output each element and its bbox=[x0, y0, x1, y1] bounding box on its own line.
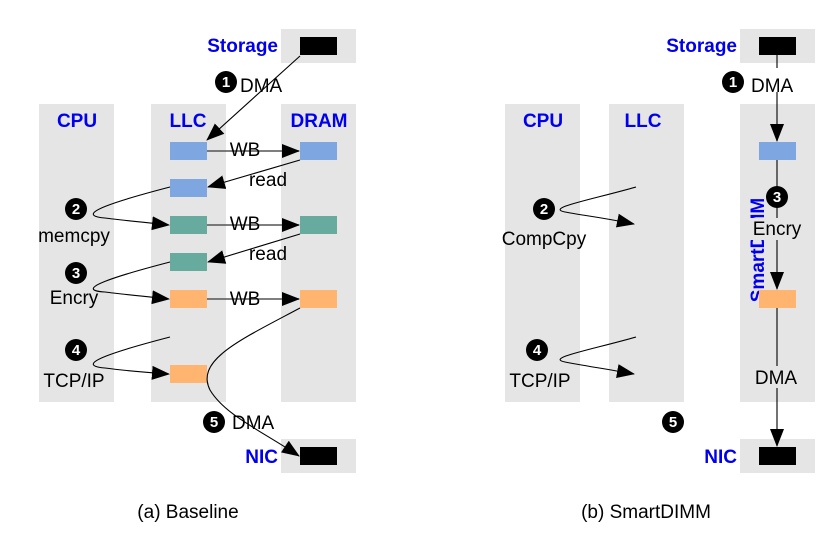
step-4-badge bbox=[526, 339, 548, 361]
nic-header: NIC bbox=[704, 447, 737, 468]
step-4-marker: 4 TCP/IP bbox=[509, 339, 571, 392]
baseline-panel: Storage CPU LLC DRAM NIC WB read WB rea bbox=[38, 29, 356, 523]
compcpy-arrow bbox=[559, 186, 637, 228]
step-3-badge bbox=[65, 262, 87, 284]
label-mask bbox=[748, 218, 806, 240]
step-3-label: Encry bbox=[753, 219, 802, 240]
step-4-marker: 4 TCP/IP bbox=[43, 339, 105, 392]
step-1-label: DMA bbox=[751, 76, 794, 97]
step-2-marker: 2 CompCpy bbox=[502, 198, 587, 250]
step-1-badge bbox=[215, 71, 237, 93]
step-2-label: memcpy bbox=[38, 226, 110, 247]
llc-block-blue-2 bbox=[170, 179, 207, 197]
dram-block-orange bbox=[300, 290, 337, 308]
llc-block-orange-1 bbox=[170, 290, 207, 308]
dram-block-blue bbox=[300, 142, 337, 160]
read-label-1: read bbox=[249, 170, 287, 191]
step-5-label: DMA bbox=[232, 413, 275, 434]
step-2-badge bbox=[533, 198, 555, 220]
wb-label-1: WB bbox=[230, 140, 261, 161]
svg-text:5: 5 bbox=[210, 414, 218, 431]
svg-text:1: 1 bbox=[222, 74, 230, 91]
svg-text:5: 5 bbox=[669, 414, 677, 431]
step-5-badge bbox=[203, 411, 225, 433]
smartdimm-caption: (b) SmartDIMM bbox=[581, 502, 711, 523]
dram-header: DRAM bbox=[291, 111, 348, 132]
step-3-marker: 3 Encry bbox=[50, 262, 99, 309]
step-1-marker: 1 DMA bbox=[722, 71, 794, 97]
dma-in-arrow bbox=[206, 55, 301, 141]
llc-block-orange-2 bbox=[170, 365, 207, 383]
nic-device bbox=[300, 447, 337, 465]
step-2-badge bbox=[65, 198, 87, 220]
svg-text:2: 2 bbox=[72, 201, 80, 218]
nic-header: NIC bbox=[245, 447, 278, 468]
step-5-badge bbox=[662, 411, 684, 433]
smartdimm-block-orange bbox=[759, 290, 796, 308]
llc-column bbox=[609, 104, 684, 402]
dma-out-arrow bbox=[206, 307, 301, 457]
baseline-caption: (a) Baseline bbox=[137, 502, 238, 523]
wb-label-3: WB bbox=[230, 289, 261, 310]
dram-block-teal bbox=[300, 216, 337, 234]
llc-header: LLC bbox=[625, 111, 662, 132]
encry-arrow bbox=[92, 261, 171, 305]
svg-text:1: 1 bbox=[729, 74, 737, 91]
llc-block-teal-2 bbox=[170, 253, 207, 271]
step-3-badge bbox=[766, 186, 788, 208]
cpu-header: CPU bbox=[57, 111, 97, 132]
step-1-badge bbox=[722, 71, 744, 93]
svg-text:2: 2 bbox=[540, 201, 548, 218]
dma-out-label: DMA bbox=[755, 368, 798, 389]
tcpip-arrow bbox=[559, 336, 637, 378]
label-mask bbox=[750, 366, 802, 388]
smartdimm-panel: Storage CPU LLC SmartDIMM NIC 1 DMA 2 Co… bbox=[502, 29, 815, 523]
llc-header: LLC bbox=[170, 111, 207, 132]
step-2-label: CompCpy bbox=[502, 229, 587, 250]
llc-block-blue-1 bbox=[170, 142, 207, 160]
smartdimm-block-blue bbox=[759, 142, 796, 160]
memcpy-arrow bbox=[92, 186, 171, 231]
svg-text:4: 4 bbox=[72, 342, 81, 359]
cpu-header: CPU bbox=[523, 111, 563, 132]
storage-header: Storage bbox=[666, 36, 737, 57]
nic-device bbox=[759, 447, 796, 465]
wb-label-2: WB bbox=[230, 214, 261, 235]
read-arrow-1 bbox=[207, 159, 301, 189]
svg-text:3: 3 bbox=[773, 189, 781, 206]
svg-text:3: 3 bbox=[72, 265, 80, 282]
step-1-marker: 1 DMA bbox=[215, 71, 283, 97]
label-mask bbox=[752, 68, 802, 92]
svg-text:4: 4 bbox=[533, 342, 542, 359]
storage-device bbox=[759, 37, 796, 55]
step-4-label: TCP/IP bbox=[43, 371, 104, 392]
read-label-2: read bbox=[249, 244, 287, 265]
tcpip-arrow bbox=[92, 336, 171, 380]
llc-block-teal-1 bbox=[170, 216, 207, 234]
storage-header: Storage bbox=[207, 36, 278, 57]
step-4-badge bbox=[65, 339, 87, 361]
read-arrow-2 bbox=[207, 233, 301, 264]
smartdimm-header: SmartDIMM bbox=[748, 198, 769, 303]
step-3-label: Encry bbox=[50, 288, 99, 309]
step-3-marker: 3 Encry bbox=[753, 186, 802, 240]
step-5-marker: 5 bbox=[662, 411, 684, 433]
step-1-label: DMA bbox=[240, 76, 283, 97]
step-4-label: TCP/IP bbox=[509, 371, 570, 392]
step-2-marker: 2 memcpy bbox=[38, 198, 110, 247]
step-5-marker: 5 DMA bbox=[203, 411, 275, 434]
storage-device bbox=[300, 37, 337, 55]
